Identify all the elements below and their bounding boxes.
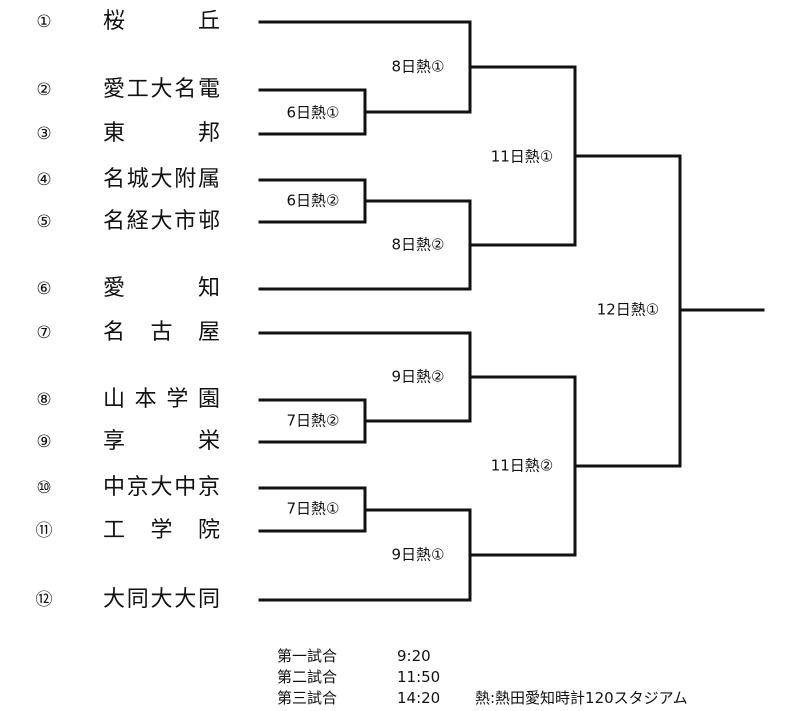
schedule-label: 第三試合 — [277, 689, 338, 707]
match-label: 9日熱② — [392, 368, 445, 386]
team-name: 山本学園 — [103, 387, 220, 412]
team-number: ⑪ — [36, 521, 53, 541]
team-name: 桜 丘 — [103, 9, 220, 34]
match-label: 8日熱② — [392, 236, 445, 254]
schedule-time: 9:20 — [397, 647, 431, 665]
team-name: 名経大市邨 — [103, 209, 220, 234]
team-number: ③ — [36, 124, 51, 144]
match-label: 9日熱① — [392, 546, 445, 564]
team-name: 愛工大名電 — [103, 77, 220, 102]
match-label: 6日熱② — [287, 192, 340, 210]
team-name: 大同大大同 — [103, 587, 220, 612]
team-name: 工 学 院 — [103, 518, 220, 543]
team-number: ④ — [36, 170, 51, 190]
venue-legend: 熱:熱田愛知時計120スタジアム — [475, 689, 688, 707]
schedule-time: 14:20 — [397, 689, 441, 707]
team-name: 名 古 屋 — [103, 320, 220, 345]
match-label: 8日熱① — [392, 58, 445, 76]
schedule-label: 第一試合 — [277, 647, 338, 665]
team-number: ⑫ — [36, 590, 53, 610]
match-label: 11日熱② — [491, 457, 554, 475]
team-number: ① — [36, 12, 51, 32]
team-name: 愛 知 — [103, 276, 220, 301]
match-label: 12日熱① — [597, 301, 660, 319]
match-label: 7日熱② — [287, 412, 340, 430]
match-label: 11日熱① — [491, 148, 554, 166]
team-number: ⑦ — [36, 323, 51, 343]
team-number: ⑥ — [36, 279, 51, 299]
team-name: 中京大中京 — [103, 475, 220, 500]
team-name: 東 邦 — [103, 121, 220, 146]
match-label: 6日熱① — [287, 104, 340, 122]
schedule-time: 11:50 — [397, 668, 441, 686]
team-number: ② — [36, 80, 51, 100]
schedule-label: 第二試合 — [277, 668, 338, 686]
team-name: 名城大附属 — [103, 167, 220, 192]
team-number: ⑤ — [36, 212, 51, 232]
team-number: ⑨ — [36, 432, 51, 452]
match-label: 7日熱① — [287, 500, 340, 518]
team-number: ⑩ — [36, 478, 51, 498]
team-name: 享 栄 — [103, 429, 220, 454]
team-number: ⑧ — [36, 390, 51, 410]
